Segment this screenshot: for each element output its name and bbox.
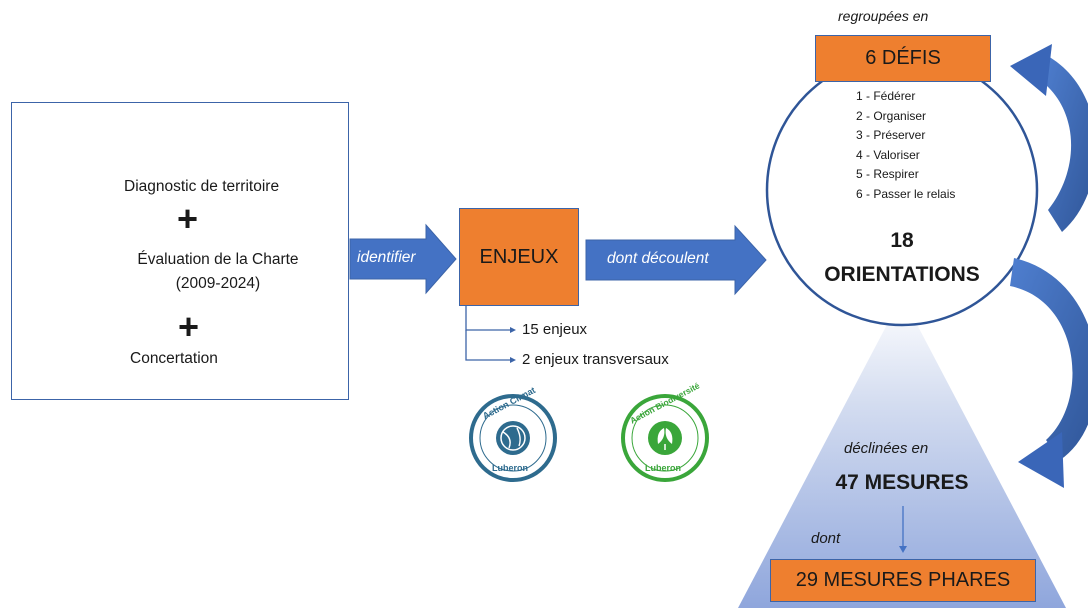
mesures-pyramid xyxy=(738,296,1066,608)
climat-logo-bottom-text: Luberon xyxy=(492,463,528,473)
dont-decoulent-arrow-label: dont découlent xyxy=(607,250,709,267)
defis-list: 1 - Fédérer 2 - Organiser 3 - Préserver … xyxy=(856,87,955,205)
defi-item: 2 - Organiser xyxy=(856,108,927,123)
concertation-label: Concertation xyxy=(130,350,218,367)
defis-title: 6 DÉFIS xyxy=(865,47,941,69)
mesures-down-arrowhead xyxy=(899,546,907,553)
dont-decoulent-arrow xyxy=(585,224,767,296)
diagnostic-label: Diagnostic de territoire xyxy=(124,178,280,195)
mesures-phares-box: 29 MESURES PHARES xyxy=(770,559,1036,602)
orientations-count: 18 xyxy=(890,229,914,252)
defis-caption: regroupées en xyxy=(838,8,929,24)
enjeux-connector-arrowhead-2 xyxy=(510,357,516,363)
plus-sign-1: + xyxy=(177,198,199,239)
action-climat-logo xyxy=(469,394,557,482)
plus-sign-2: + xyxy=(178,306,200,347)
curved-arrow-to-defis-head xyxy=(1010,44,1052,96)
inputs-box xyxy=(11,102,349,400)
enjeux-box: ENJEUX xyxy=(459,208,579,306)
curved-arrow-to-defis xyxy=(1040,55,1088,232)
enjeux-title: ENJEUX xyxy=(479,245,559,268)
defi-item: 4 - Valoriser xyxy=(856,147,920,162)
enjeux-item-1: 15 enjeux xyxy=(522,321,588,338)
enjeux-connector xyxy=(465,306,510,361)
identifier-arrow xyxy=(349,223,457,295)
defi-item: 5 - Respirer xyxy=(856,167,919,182)
mesures-title: 47 MESURES xyxy=(835,471,969,494)
dont-label: dont xyxy=(811,530,841,547)
curved-arrow-to-mesures xyxy=(1010,258,1088,460)
defi-item: 3 - Préserver xyxy=(856,128,926,143)
biodiversite-logo-bottom-text: Luberon xyxy=(645,463,681,473)
defi-item: 6 - Passer le relais xyxy=(856,186,956,201)
enjeux-item-2: 2 enjeux transversaux xyxy=(522,351,669,368)
enjeux-connector-arrowhead-1 xyxy=(510,327,516,333)
orientations-label: ORIENTATIONS xyxy=(824,263,980,286)
action-biodiversite-logo xyxy=(621,394,709,482)
identifier-arrow-label: identifier xyxy=(357,249,416,266)
defi-item: 1 - Fédérer xyxy=(856,89,916,103)
evaluation-label-line1: Évaluation de la Charte xyxy=(137,251,299,268)
defis-box: 6 DÉFIS xyxy=(815,35,991,82)
evaluation-label-line2: (2009-2024) xyxy=(175,275,261,292)
curved-arrow-to-mesures-head xyxy=(1018,432,1064,488)
mesures-phares-title: 29 MESURES PHARES xyxy=(795,569,1011,591)
mesures-caption: déclinées en xyxy=(844,440,929,457)
